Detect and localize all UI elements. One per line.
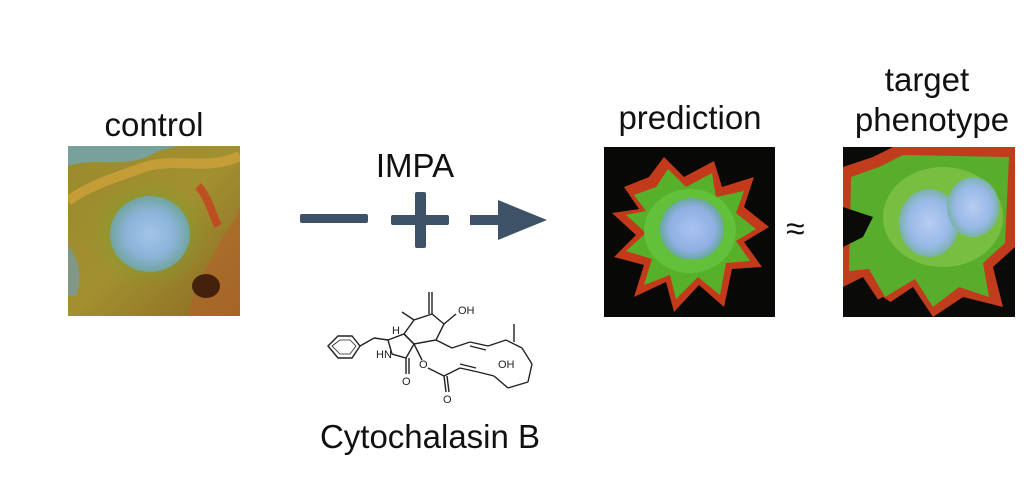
compound-name: Cytochalasin B — [319, 418, 541, 455]
target-label-line2: phenotype — [854, 101, 1010, 138]
atom-oh-ring: OH — [498, 359, 515, 371]
target-label-line1: target — [884, 61, 970, 98]
prediction-cell-image — [604, 147, 775, 317]
approx-symbol: ≈ — [786, 210, 805, 248]
prediction-label: prediction — [618, 99, 762, 136]
minus-icon — [300, 214, 368, 223]
plus-icon — [391, 192, 449, 248]
atom-oh-top: OH — [458, 305, 475, 317]
cytochalasin-structure: OH OH HN H O O O — [327, 292, 533, 404]
target-cell-image — [843, 147, 1015, 317]
control-cell-image — [68, 146, 240, 316]
atom-h: H — [392, 325, 400, 337]
atom-o-ester: O — [419, 359, 428, 371]
atom-nh: HN — [376, 349, 392, 361]
atom-o-carbonyl: O — [443, 394, 452, 404]
operator-icons — [300, 192, 547, 248]
arrow-right-icon — [470, 200, 547, 240]
method-label: IMPA — [375, 147, 455, 184]
control-label: control — [104, 106, 204, 143]
atom-o-lactam: O — [402, 376, 411, 388]
